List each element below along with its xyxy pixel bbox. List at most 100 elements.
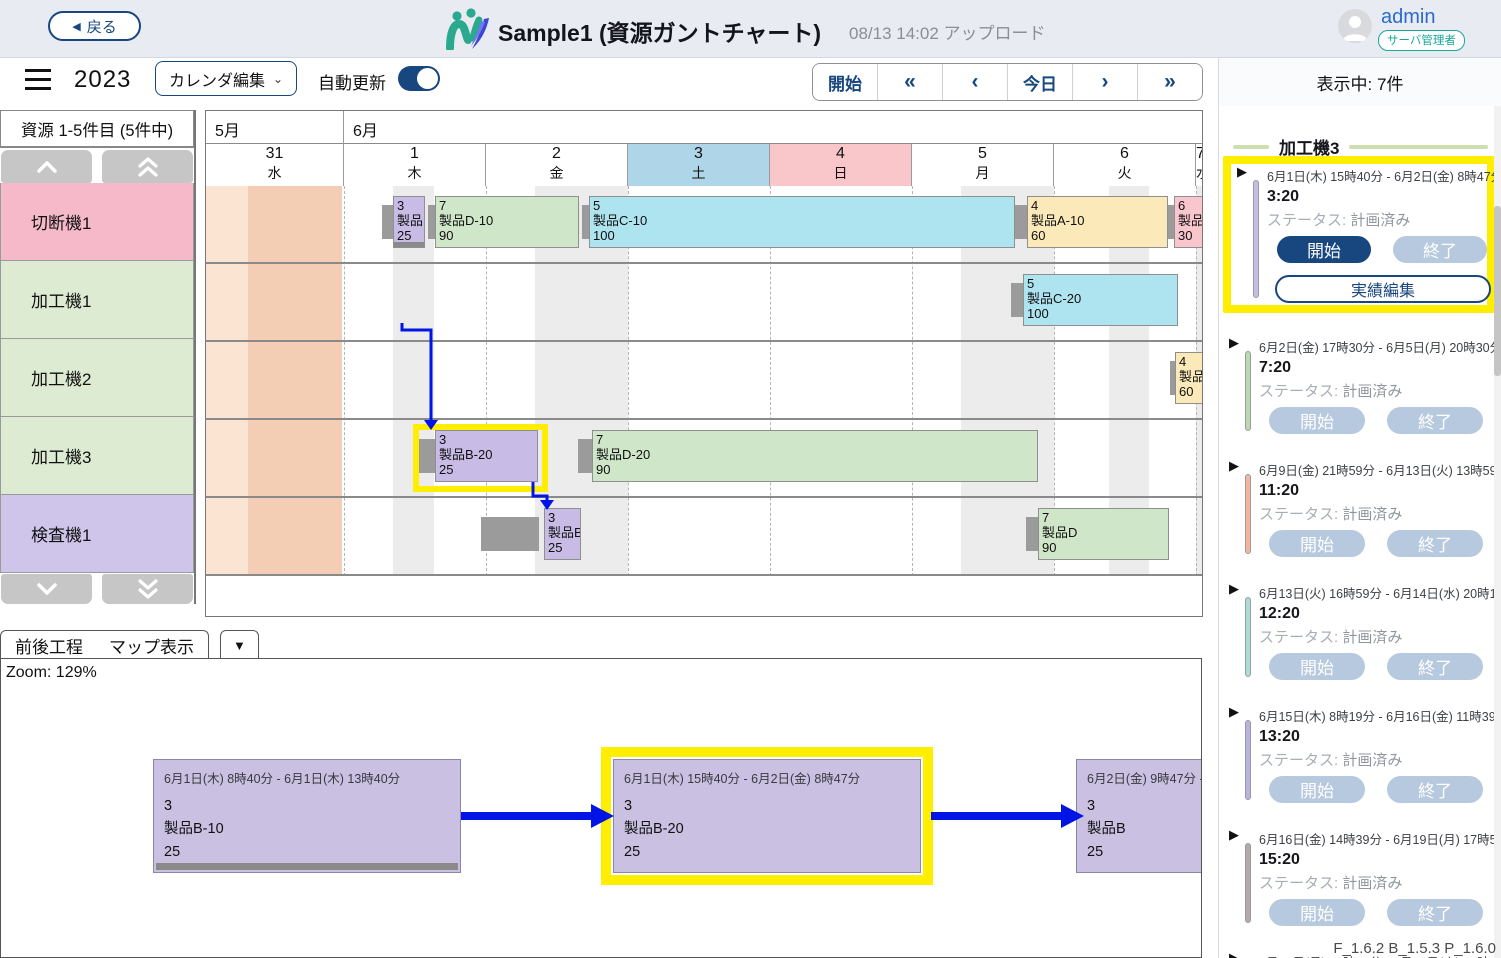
tab-collapse-button[interactable]: ▼ — [220, 630, 259, 659]
start-button[interactable]: 開始 — [1269, 899, 1365, 926]
node-progress-strip — [156, 863, 458, 870]
play-icon[interactable]: ▶ — [1229, 704, 1239, 719]
nav-prev-button[interactable]: ‹ — [943, 64, 1008, 100]
task-duration: 15:20 — [1259, 851, 1300, 868]
day-boundary-line — [770, 186, 771, 576]
start-button[interactable]: 開始 — [1269, 530, 1365, 557]
chevron-down-icon: ⌄ — [272, 71, 284, 86]
scroll-up-button[interactable] — [1, 150, 92, 183]
end-button[interactable]: 終了 — [1387, 899, 1483, 926]
auto-update-toggle[interactable] — [398, 66, 440, 91]
play-icon[interactable]: ▶ — [1229, 335, 1239, 350]
end-button[interactable]: 終了 — [1387, 530, 1483, 557]
node-period: 6月2日(金) 9時47分 - 6月 — [1087, 772, 1201, 786]
result-edit-button[interactable]: 実績編集 — [1275, 275, 1491, 303]
bar-text-line: 7 — [439, 198, 447, 213]
node-number: 3 — [1087, 798, 1096, 814]
play-icon[interactable]: ▶ — [1229, 581, 1239, 596]
process-node-製品B[interactable]: 6月2日(金) 9時47分 - 6月3製品B25 — [1076, 759, 1201, 873]
play-icon[interactable]: ▶ — [1237, 164, 1247, 179]
nav-fast-prev-button[interactable]: « — [878, 64, 943, 100]
row-separator — [206, 262, 1202, 264]
node-name: 製品B — [1087, 821, 1126, 837]
scroll-bottom-button[interactable] — [102, 574, 193, 604]
bar-resize-handle[interactable] — [582, 205, 589, 239]
node-number: 3 — [164, 798, 173, 814]
nav-next-button[interactable]: › — [1073, 64, 1138, 100]
process-map-canvas: Zoom: 129% 6月1日(木) 8時40分 - 6月1日(木) 13時40… — [0, 658, 1202, 958]
bar-resize-handle[interactable] — [1170, 361, 1175, 395]
node-period: 6月1日(木) 8時40分 - 6月1日(木) 13時40分 — [164, 772, 401, 786]
end-button[interactable]: 終了 — [1387, 653, 1483, 680]
bar-text-line: 7 — [596, 432, 604, 447]
end-button[interactable]: 終了 — [1387, 407, 1483, 434]
bar-resize-handle[interactable] — [1011, 283, 1023, 317]
start-button[interactable]: 開始 — [1269, 776, 1365, 803]
bar-resize-handle[interactable] — [578, 439, 592, 473]
task-panel: 表示中: 7件 加工機3 ▶6月1日(木) 15時40分 - 6月2日(金) 8… — [1218, 58, 1501, 958]
task-period: 6月19日(月) 20時59分 - 6月20日(火) 18時49分 — [1259, 952, 1501, 958]
calendar-shade — [248, 186, 342, 576]
menu-icon[interactable] — [25, 69, 51, 91]
node-name: 製品B-20 — [624, 821, 684, 837]
scroll-top-button[interactable] — [102, 150, 193, 183]
play-icon[interactable]: ▶ — [1229, 950, 1239, 958]
scroll-down-button[interactable] — [1, 574, 92, 604]
month-label: 5月 — [206, 111, 344, 144]
nav-fast-next-button[interactable]: » — [1138, 64, 1202, 100]
user-avatar[interactable] — [1338, 9, 1372, 43]
calendar-edit-select[interactable]: カレンダ編集 ⌄ — [155, 61, 297, 96]
status-label: ステータス: — [1259, 629, 1343, 646]
end-button[interactable]: 終了 — [1387, 776, 1483, 803]
bar-resize-handle[interactable] — [382, 205, 393, 239]
play-icon[interactable]: ▶ — [1229, 458, 1239, 473]
task-card-7[interactable]: ▶6月19日(月) 20時59分 - 6月20日(火) 18時49分9:20ステ… — [1223, 950, 1501, 958]
play-icon[interactable]: ▶ — [1229, 827, 1239, 842]
bar-text-line: 4 — [1031, 198, 1039, 213]
day-weekday: 火 — [1117, 165, 1132, 181]
start-button[interactable]: 開始 — [1277, 236, 1371, 263]
bar-resize-handle[interactable] — [1026, 517, 1038, 551]
user-name-link[interactable]: admin — [1381, 6, 1436, 28]
panel-scrollbar[interactable] — [1494, 106, 1501, 958]
nav-today-button[interactable]: 今日 — [1008, 64, 1073, 100]
bar-resize-handle[interactable] — [428, 205, 435, 239]
task-buttons: 開始終了 — [1259, 407, 1495, 434]
bar-resize-handle[interactable] — [1015, 205, 1027, 239]
back-button[interactable]: ◀ 戻る — [48, 11, 141, 41]
nav-start-button[interactable]: 開始 — [813, 64, 878, 100]
bar-resize-handle[interactable] — [1168, 205, 1174, 239]
bar-resize-handle[interactable] — [419, 439, 435, 473]
day-number: 5 — [978, 145, 987, 162]
start-button[interactable]: 開始 — [1269, 653, 1365, 680]
status-value: 計画済み — [1342, 752, 1403, 769]
start-button[interactable]: 開始 — [1269, 407, 1365, 434]
task-period: 6月1日(木) 15時40分 - 6月2日(金) 8時47分 — [1267, 170, 1501, 184]
day-number: 6 — [1120, 145, 1129, 162]
tab-process-map[interactable]: 前後工程 マップ表示 — [0, 630, 209, 659]
end-button[interactable]: 終了 — [1393, 236, 1487, 263]
